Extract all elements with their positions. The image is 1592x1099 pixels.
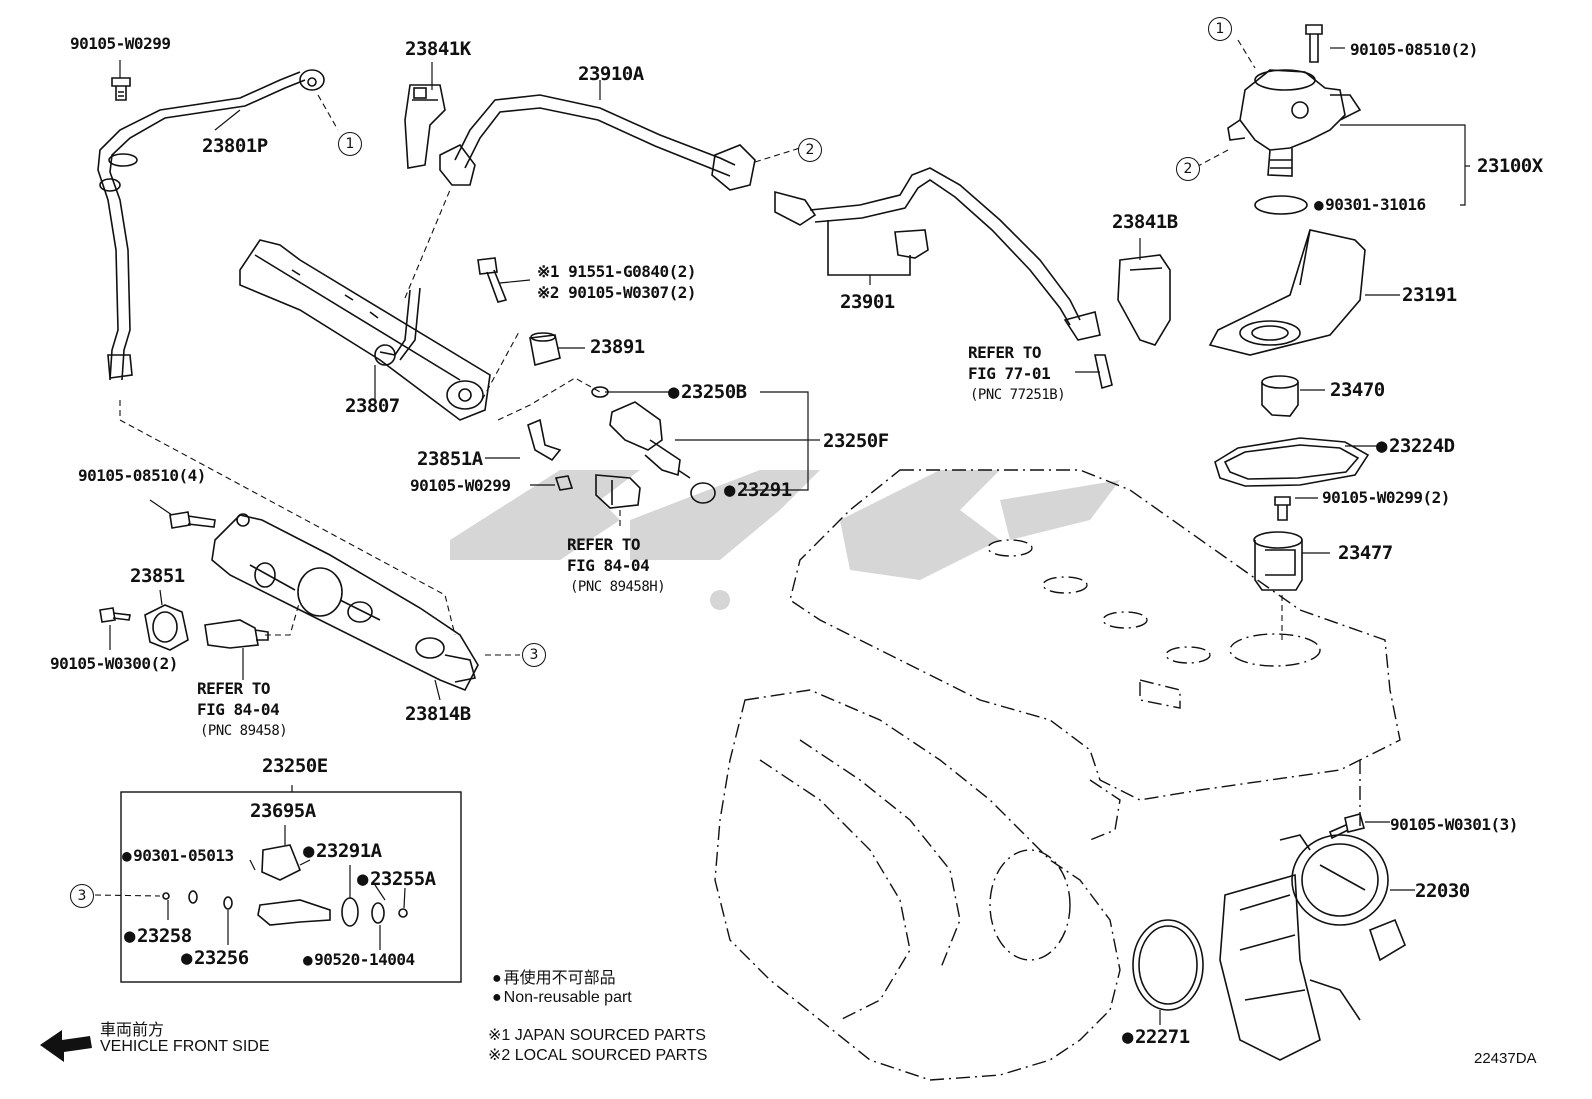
label-90105-W0299: 90105-W0299 — [70, 34, 171, 53]
label-refer-line2: FIG 84-04 — [567, 556, 650, 575]
bracket-23191 — [1208, 229, 1366, 356]
label-refer-7701-line1: REFER TO — [968, 343, 1042, 362]
vehicle-front-jp: 車両前方 — [100, 1022, 165, 1039]
legend-japan-sourced: ※1 JAPAN SOURCED PARTS — [488, 1027, 706, 1044]
label-refer-b-line2: FIG 84-04 — [197, 700, 280, 719]
label-23470: 23470 — [1330, 379, 1385, 401]
bolt-90105-W0299-top — [111, 77, 131, 101]
label-23256: 23256 — [181, 949, 249, 968]
label-refer-b-line3: (PNC 89458) — [200, 723, 288, 739]
label-23291A: 23291A — [303, 842, 382, 861]
callout-3-a: 3 — [522, 643, 546, 667]
label-refer-7701-line3: (PNC 77251B) — [970, 387, 1066, 403]
bolt-90105-W0299-mid — [554, 475, 574, 491]
label-90105-08510-4: 90105-08510(4) — [78, 466, 206, 485]
label-23250F: 23250F — [823, 430, 889, 452]
figure-id: 22437DA — [1474, 1050, 1537, 1067]
callout-1-b: 1 — [1208, 17, 1232, 41]
spacer-23851 — [144, 604, 189, 651]
tube-77251B — [1094, 354, 1113, 390]
label-23224D: 23224D — [1376, 437, 1455, 456]
fuel-pump-23100X — [1227, 69, 1362, 177]
label-90105-W0301-3: 90105-W0301(3) — [1390, 815, 1518, 834]
bolt-91551 — [477, 257, 508, 303]
fuel-rail-lower-23814B — [211, 513, 479, 692]
leader-lines — [109, 47, 1470, 1025]
bolt-90105-08510-2 — [1305, 24, 1323, 63]
label-90105-W0307: ※2 90105-W0307(2) — [537, 283, 697, 302]
label-23910A: 23910A — [578, 63, 644, 85]
callout-2-a: 2 — [798, 138, 822, 162]
connector-23841K — [404, 84, 446, 169]
callout-2-b: 2 — [1176, 157, 1200, 181]
label-refer-line1: REFER TO — [567, 535, 641, 554]
label-23291: 23291 — [724, 481, 792, 500]
collar-23891 — [529, 332, 561, 367]
callout-3-b: 3 — [70, 884, 94, 908]
fuel-rail-upper — [239, 239, 491, 421]
sensor-89458H — [595, 474, 641, 509]
label-22030: 22030 — [1415, 880, 1470, 902]
bolt-90105-08510-4 — [169, 511, 216, 529]
vehicle-front-en: VEHICLE FRONT SIDE — [100, 1038, 270, 1055]
label-90301-31016: 90301-31016 — [1314, 197, 1426, 213]
label-91551-G0840: ※1 91551-G0840(2) — [537, 262, 697, 281]
label-23807: 23807 — [345, 395, 400, 417]
legend-nonreusable-en: Non-reusable part — [492, 989, 632, 1007]
label-23250B: 23250B — [668, 383, 747, 402]
label-90105-08510-2: 90105-08510(2) — [1350, 40, 1478, 59]
callout-1-a: 1 — [338, 132, 362, 156]
throttle-body-22030 — [1219, 834, 1406, 1061]
label-refer-line3: (PNC 89458H) — [570, 579, 666, 595]
label-refer-7701-line2: FIG 77-01 — [968, 364, 1051, 383]
label-23851A: 23851A — [417, 448, 483, 470]
engine-block — [714, 469, 1401, 1081]
oring-90301-31016 — [1254, 195, 1308, 215]
label-90105-W0299-2: 90105-W0299(2) — [1322, 488, 1450, 507]
label-23891: 23891 — [590, 336, 645, 358]
label-23841K: 23841K — [405, 38, 471, 60]
kit-box-23250E — [120, 791, 462, 983]
label-23695A: 23695A — [250, 800, 316, 822]
label-23841B: 23841B — [1112, 211, 1178, 233]
label-90105-W0300-2: 90105-W0300(2) — [50, 654, 178, 673]
label-23191: 23191 — [1402, 284, 1457, 306]
injector-23250F — [591, 386, 716, 504]
label-23258: 23258 — [124, 927, 192, 946]
hose-23910A — [439, 94, 817, 226]
bolt-90105-W0299-2 — [1274, 496, 1291, 521]
hose-23901 — [809, 167, 1101, 341]
label-23100X: 23100X — [1477, 155, 1543, 177]
sensor-89458 — [204, 619, 269, 649]
gasket-23224D — [1214, 437, 1370, 487]
housing-23477 — [1253, 531, 1303, 591]
front-arrow-icon — [40, 1030, 92, 1062]
label-90520-14004: 90520-14004 — [303, 952, 415, 968]
label-23814B: 23814B — [405, 703, 471, 725]
label-23477: 23477 — [1338, 542, 1393, 564]
label-23901: 23901 — [840, 291, 895, 313]
label-23250E: 23250E — [262, 755, 328, 777]
label-23851: 23851 — [130, 565, 185, 587]
legend-local-sourced: ※2 LOCAL SOURCED PARTS — [488, 1047, 708, 1064]
label-23255A: 23255A — [357, 870, 436, 889]
bolt-90105-W0301-3 — [1329, 813, 1365, 840]
label-refer-b-line1: REFER TO — [197, 679, 271, 698]
label-23801P: 23801P — [202, 135, 268, 157]
label-22271: 22271 — [1122, 1028, 1190, 1047]
hose-23801P — [97, 69, 325, 381]
dashed-connections — [94, 39, 1283, 897]
label-90301-05013: 90301-05013 — [122, 848, 234, 864]
lifter-23470 — [1261, 375, 1299, 417]
legend-nonreusable-jp: 再使用不可部品 — [492, 964, 616, 988]
gasket-22271 — [1132, 919, 1204, 1011]
clip-23851A — [527, 418, 562, 462]
bolt-90105-W0300-2 — [99, 607, 131, 623]
label-90105-W0299-mid: 90105-W0299 — [410, 476, 511, 495]
connector-23841B — [1117, 254, 1171, 346]
